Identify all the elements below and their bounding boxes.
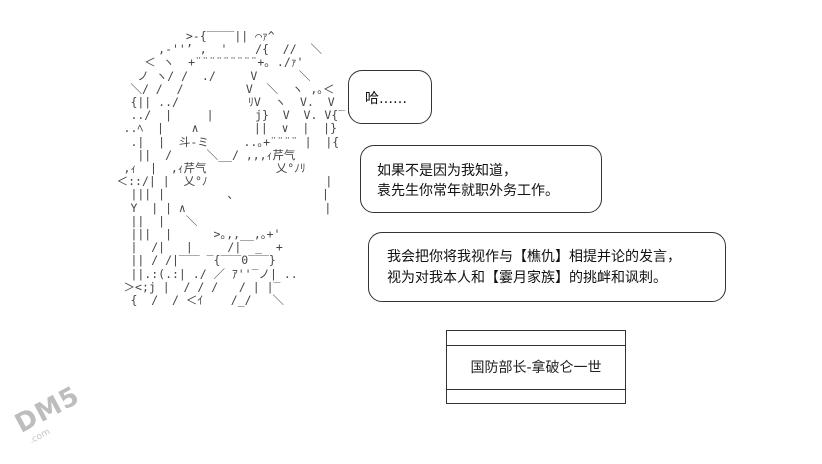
speech-bubble-large: 我会把你将我视作与【樵仇】相提并论的发言， 视为对我本人和【霎月家族】的挑衅和讽…	[368, 232, 726, 302]
bubble-large-line-1: 我会把你将我视作与【樵仇】相提并论的发言，	[387, 249, 681, 265]
speech-bubble-middle: 如果不是因为我知道， 袁先生你常年就职外务工作。	[360, 145, 602, 213]
bubble-middle-line-1: 如果不是因为我知道，	[377, 163, 517, 179]
ascii-art-lines: >-{‾‾‾‾|| ⌒ｧ^ ,‐''’ , ' /{ // ＼ ＜ ヽ +¨¨¨…	[116, 29, 353, 308]
character-name-label: 国防部长-拿破仑一世	[470, 360, 602, 376]
bubble-small-text: 哈……	[365, 91, 407, 107]
name-box-top-rule	[447, 345, 625, 346]
ascii-art-figure: >-{‾‾‾‾|| ⌒ｧ^ ,‐''’ , ' /{ // ＼ ＜ ヽ +¨¨¨…	[82, 29, 442, 450]
bubble-large-line-2: 视为对我本人和【霎月家族】的挑衅和讽刺。	[387, 270, 667, 286]
speech-bubble-small: 哈……	[348, 70, 432, 124]
name-box-bottom-rule	[447, 389, 625, 390]
bubble-middle-line-2: 袁先生你常年就职外务工作。	[377, 183, 559, 199]
character-name-box: 国防部长-拿破仑一世	[446, 330, 626, 404]
